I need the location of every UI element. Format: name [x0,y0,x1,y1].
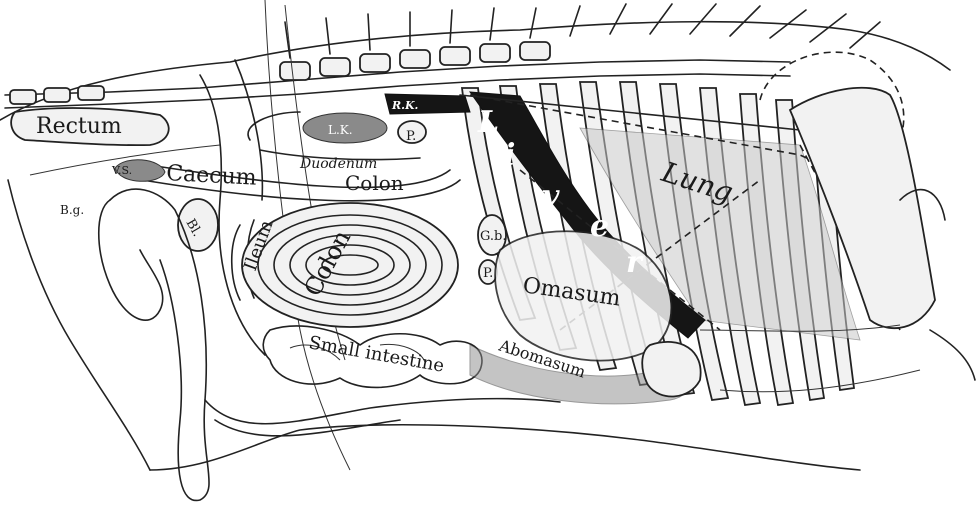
label-small-intestine: Small intestine [307,332,446,376]
spiral-colon [242,203,458,327]
label-rk: R.K. [391,99,419,112]
label-p-lower: P. [483,266,493,281]
label-liver-l: L [477,105,499,140]
label-caecum: Caecum [166,161,258,191]
label-gb: G.b. [480,229,507,244]
vertebral-column [5,4,880,108]
label-lk: L.K. [328,123,353,137]
label-colon-upper: Colon [345,171,404,195]
label-bg: B.g. [60,203,84,217]
label-duodenum: Duodenum [299,156,377,172]
label-vs: V.S. [111,164,132,177]
label-liver-i: i [504,138,515,173]
label-liver-e: e [590,209,609,244]
label-rectum: Rectum [36,114,122,139]
label-liver-r: r [626,245,644,280]
label-liver-v: v [542,179,560,214]
label-p-upper: P. [406,129,416,144]
